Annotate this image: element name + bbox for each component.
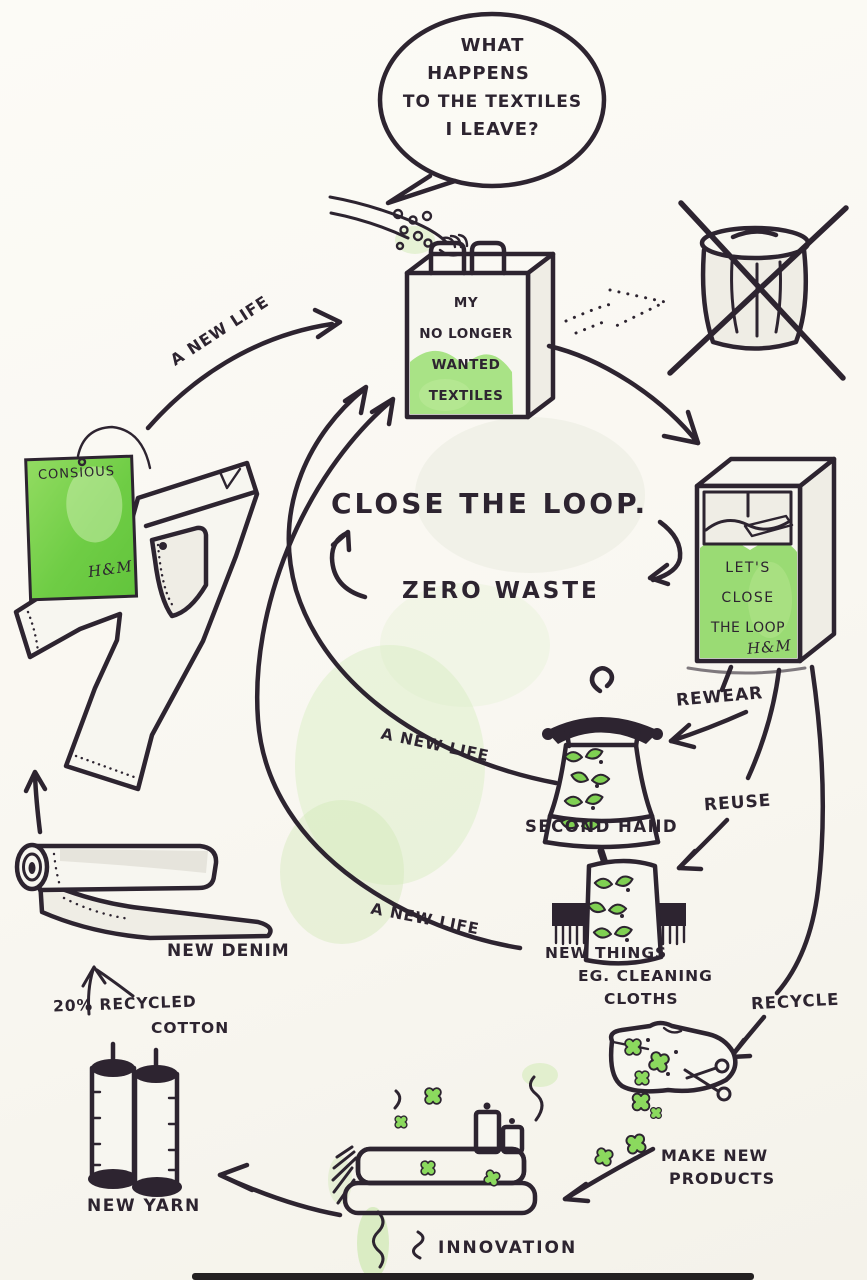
textile-bag (404, 240, 556, 420)
bag-line-3: WANTED (431, 357, 501, 373)
speech-line-4: I LEAVE? (445, 119, 540, 140)
bag-line-4: TEXTILES (428, 388, 504, 404)
second-hand-top (542, 666, 663, 850)
bag-text: MY NO LONGER WANTED TEXTILES (410, 288, 522, 412)
new-life-arc-bottom (254, 396, 523, 951)
label-recycled-2: COTTON (151, 1019, 230, 1037)
arrow-bag-to-bin (546, 343, 701, 446)
bag-line-1: MY (453, 295, 479, 311)
bag-line-2: NO LONGER (419, 326, 513, 342)
label-second-hand: SECOND HAND (525, 817, 679, 836)
hand-icon (328, 195, 469, 257)
label-make-new-1: MAKE NEW (661, 1146, 769, 1165)
speech-line-1: WHAT (460, 35, 525, 56)
label-new-denim: NEW DENIM (167, 941, 290, 961)
trash-can-icon (667, 200, 849, 381)
loop-curl-left (329, 529, 368, 600)
bin-line-2: CLOSE (721, 590, 775, 606)
recycled-cotton-arrow (81, 965, 135, 1016)
label-new-things-1: NEW THINGS (545, 944, 668, 962)
bin-line-3: THE LOOP (710, 620, 786, 636)
speech-line-2: HAPPENS (427, 63, 530, 84)
label-new-things-3: CLOTHS (604, 990, 679, 1008)
dotted-arrow-icon (564, 288, 667, 335)
bin-text: LET'S CLOSE THE LOOP (702, 553, 794, 643)
label-new-yarn: NEW YARN (87, 1196, 201, 1216)
rewear-arrow (668, 664, 749, 750)
speech-bubble (377, 11, 607, 206)
recycle-shirt (608, 1020, 738, 1120)
denim-roll (14, 842, 273, 941)
arrow-denim-to-jeans (23, 769, 48, 835)
conscious-tag (24, 425, 152, 602)
arrow-to-yarn (217, 1162, 343, 1218)
speech-line-3: TO THE TEXTILES (402, 92, 583, 112)
reuse-arrow (676, 667, 782, 872)
label-make-new-2: PRODUCTS (669, 1169, 776, 1188)
headline: CLOSE THE LOOP. (331, 487, 649, 520)
scan-artifact (192, 1273, 754, 1280)
speech-bubble-text: WHAT HAPPENS TO THE TEXTILES I LEAVE? (385, 32, 600, 144)
subheadline: ZERO WASTE (402, 578, 600, 604)
bin-line-1: LET'S (725, 560, 771, 576)
cleaning-cloth-brush (552, 847, 686, 966)
collection-bin (686, 456, 837, 675)
label-new-things-2: EG. CLEANING (578, 967, 713, 985)
yarn-spools (88, 1041, 182, 1197)
loop-curl-right (647, 519, 683, 587)
innovation-machine (331, 1075, 544, 1269)
make-new-products-arrow (562, 1132, 656, 1204)
scissors-icon (683, 1058, 732, 1102)
new-life-arc-top (145, 307, 343, 431)
new-life-arc-mid (286, 384, 559, 786)
label-innovation: INNOVATION (438, 1238, 578, 1258)
